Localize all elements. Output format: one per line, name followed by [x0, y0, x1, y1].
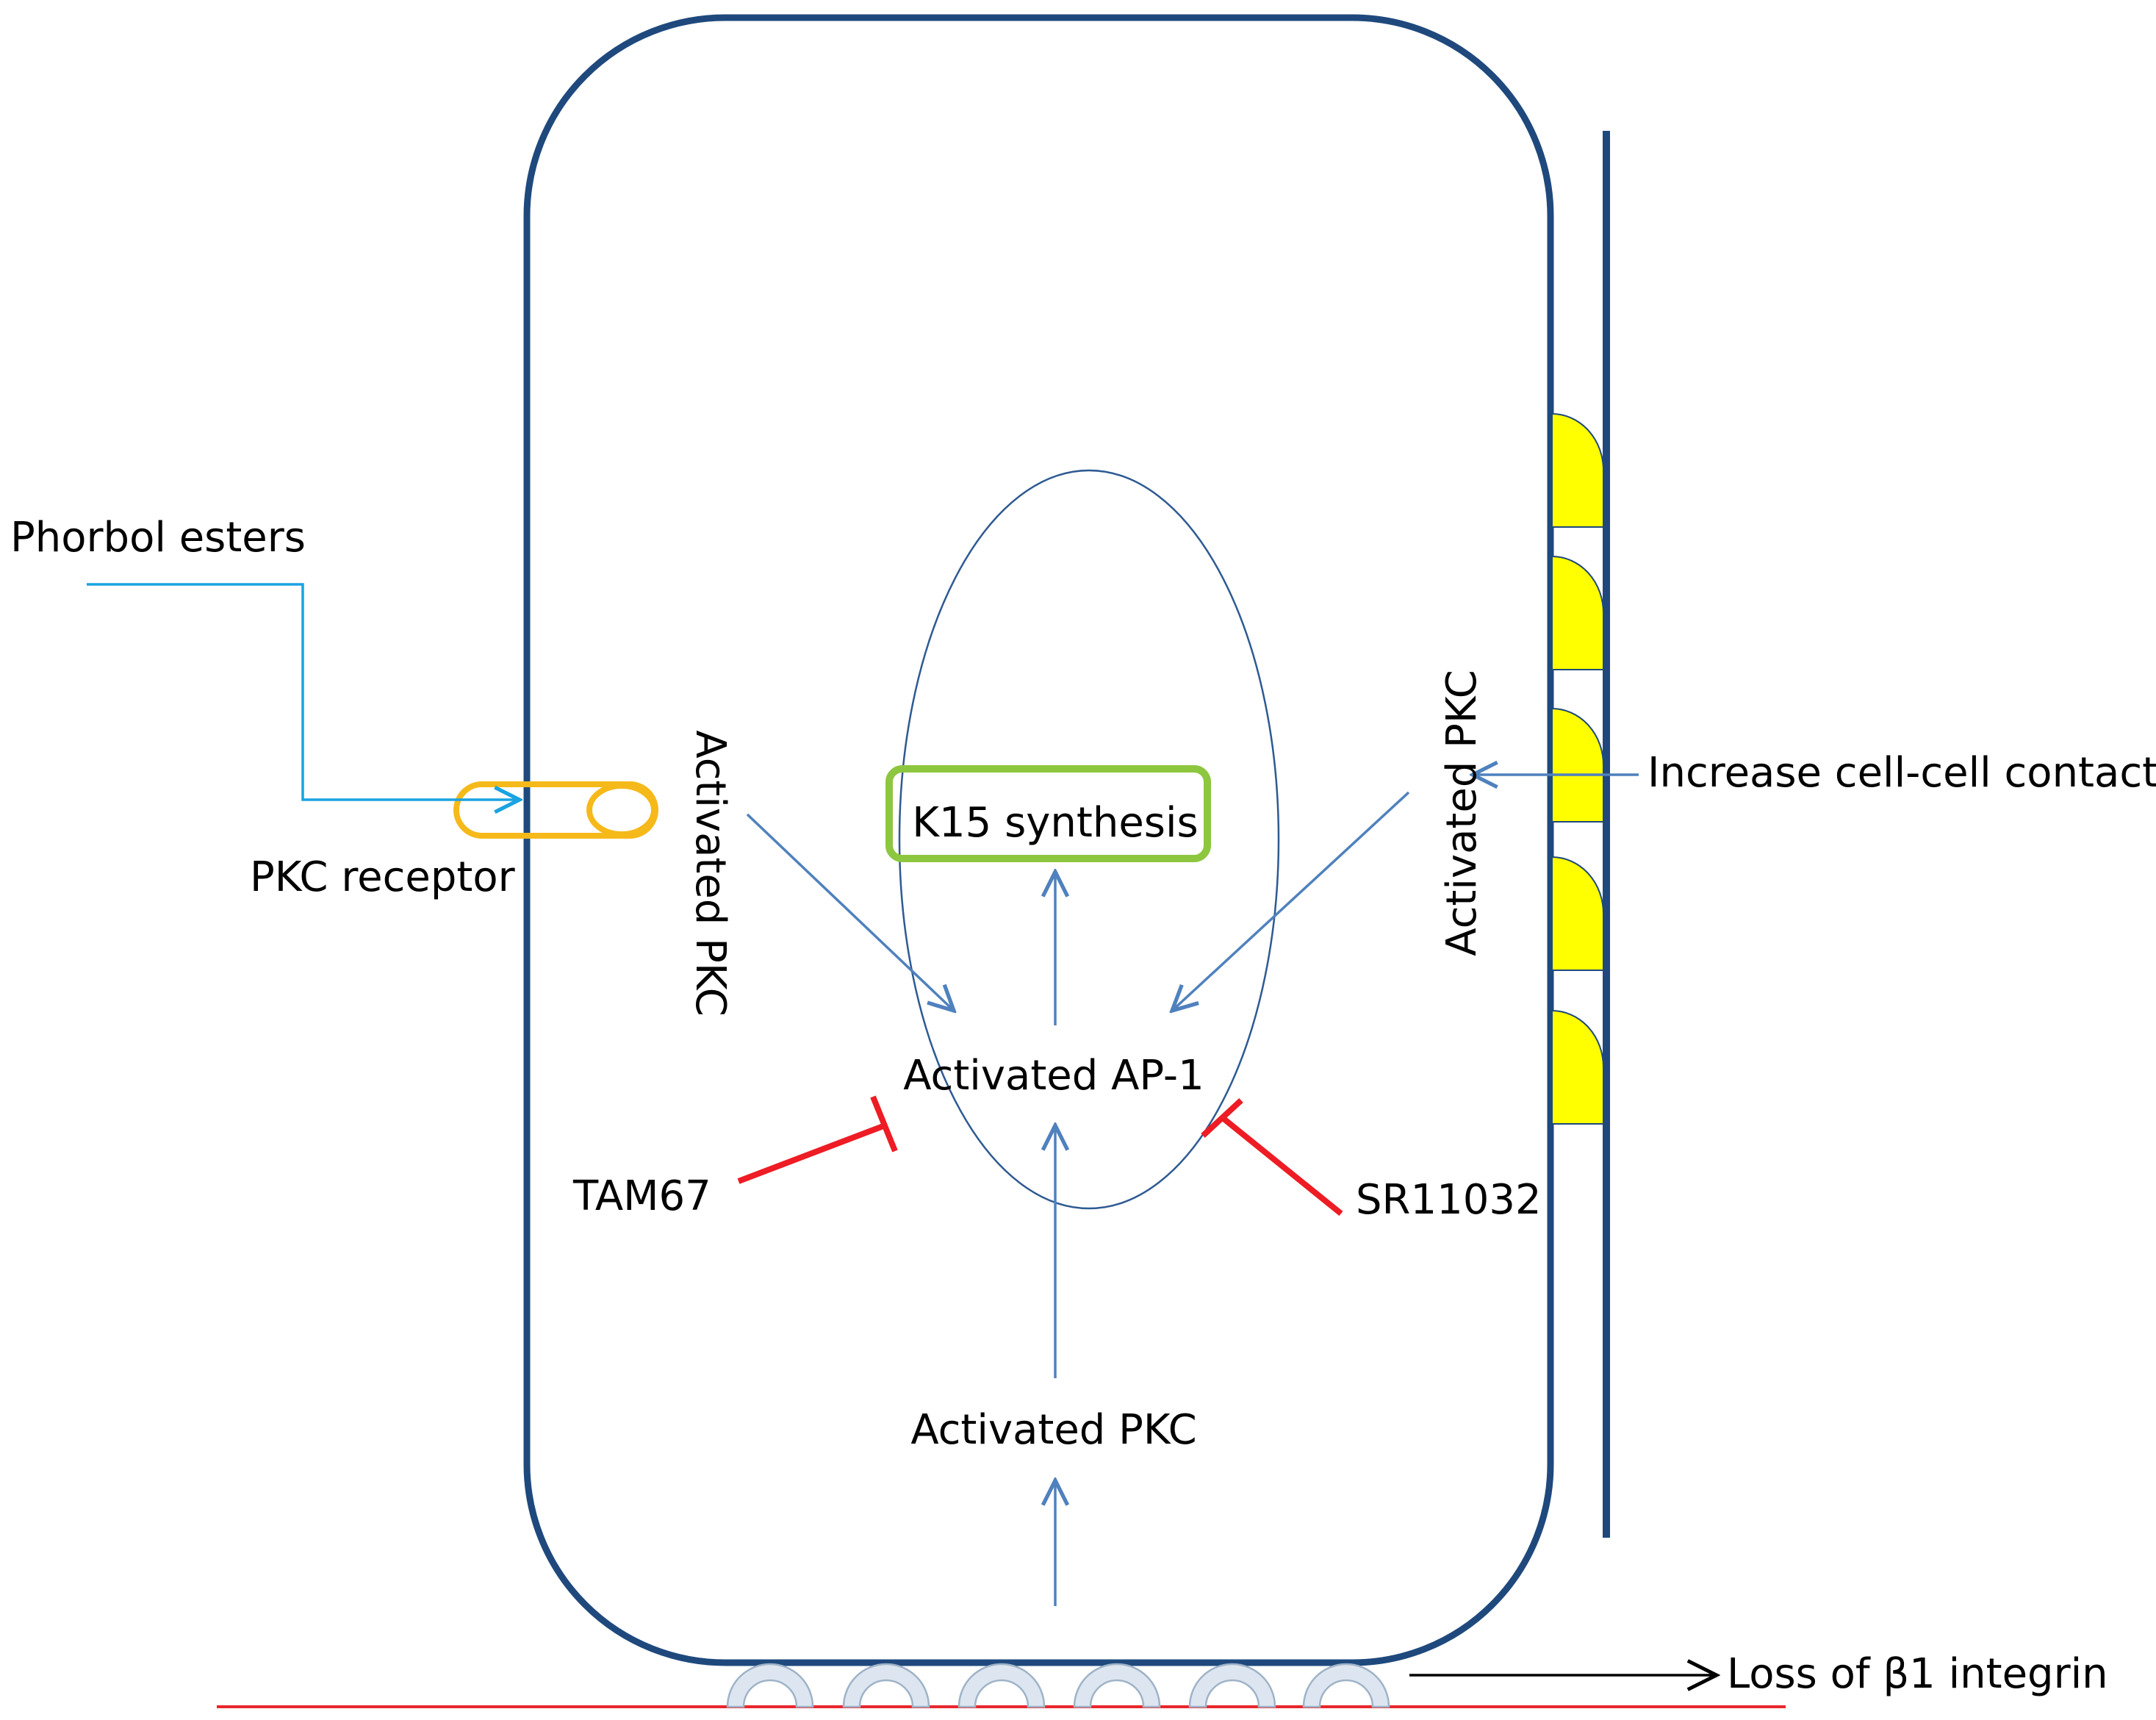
- phorbol-esters-label: Phorbol esters: [10, 514, 306, 562]
- nucleus: [898, 469, 1280, 1210]
- integrin-1: [726, 1663, 814, 1708]
- cell-junction-1: [1551, 412, 1604, 528]
- activated-pkc-bottom-label: Activated PKC: [910, 1406, 1196, 1454]
- k15-synthesis-box: [885, 765, 1211, 862]
- tam67-inhibition-line: [737, 1095, 898, 1184]
- phorbol-esters-arrow: [87, 583, 520, 800]
- activated-pkc-left-label: Activated PKC: [686, 730, 734, 1016]
- increase-cell-contact-label: Increase cell-cell contact: [1647, 749, 2156, 797]
- cell-junction-2: [1551, 555, 1604, 670]
- integrin-2: [842, 1663, 930, 1708]
- integrin-group: [726, 1663, 1390, 1708]
- left-pkc-to-ap1-arrow: [746, 813, 954, 1011]
- cell-junction-group: [1551, 412, 1604, 1125]
- integrin-6: [1302, 1663, 1390, 1708]
- cell-junction-3: [1551, 707, 1604, 823]
- loss-integrin-label: Loss of β1 integrin: [1727, 1650, 2108, 1698]
- activated-pkc-right-label: Activated PKC: [1438, 670, 1486, 956]
- activated-ap1-label: Activated AP-1: [903, 1052, 1204, 1100]
- tam67-label: TAM67: [572, 1172, 711, 1220]
- pkc-receptor-icon: [453, 781, 658, 839]
- integrin-3: [957, 1663, 1046, 1708]
- right-pkc-to-ap1-arrow: [1172, 791, 1410, 1011]
- sr11032-label: SR11032: [1356, 1176, 1542, 1224]
- cell-junction-5: [1551, 1009, 1604, 1125]
- pkc-receptor-label: PKC receptor: [250, 853, 516, 901]
- integrin-5: [1188, 1663, 1276, 1708]
- integrin-4: [1073, 1663, 1161, 1708]
- sr11032-inhibition-line: [1201, 1098, 1343, 1216]
- cell-membrane: [523, 14, 1554, 1666]
- k15-synthesis-label: K15 synthesis: [912, 799, 1198, 847]
- cell-junction-4: [1551, 856, 1604, 971]
